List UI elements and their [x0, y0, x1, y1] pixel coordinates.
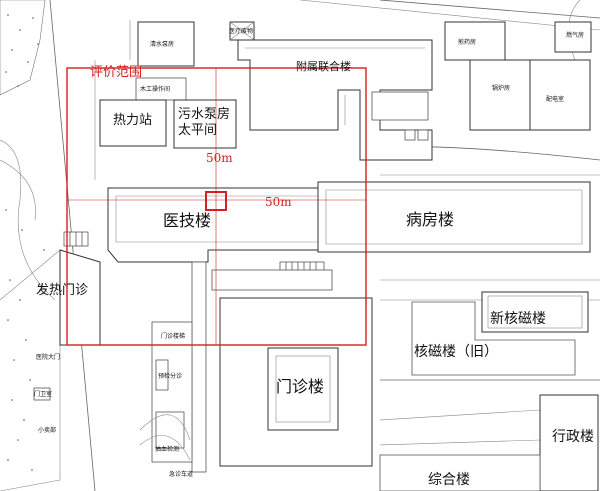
vegetation-area — [0, 0, 61, 491]
complex-label: 综合楼 — [428, 472, 470, 488]
outpatient-stair-label: 门诊楼梯 — [161, 332, 185, 340]
outpatient-label: 门诊楼 — [276, 377, 324, 396]
emergency-lane-label: 急诊车道 — [169, 470, 193, 478]
kiosk-label: 小卖部 — [38, 426, 56, 434]
fever-clinic-label: 发热门诊 — [36, 282, 88, 298]
vertical-distance-label: 50m — [206, 151, 233, 165]
decoction-label: 煎药房 — [458, 38, 476, 46]
old-mri-label: 核磁楼（旧） — [414, 344, 498, 360]
boundary-label: 评价范围 — [90, 65, 142, 80]
admin-building — [539, 394, 599, 491]
hospital-gate-label: 医院大门 — [36, 353, 60, 361]
taiping-room-label: 太平间 — [178, 123, 217, 138]
new-mri-label: 新核磁楼 — [490, 311, 546, 327]
sewage-pump-label: 污水泵房 — [178, 106, 230, 122]
pre-triage-label: 预检分诊 — [158, 372, 182, 380]
medical-tech-label: 医技楼 — [163, 211, 211, 230]
ward-building — [317, 181, 591, 253]
annex-label: 附属联合楼 — [296, 59, 351, 73]
medical-waste-label: 医疗废物 — [229, 27, 253, 35]
clear-water-pump-building — [137, 21, 195, 67]
boiler-label: 锅炉房 — [492, 84, 510, 92]
gate-guard-building — [33, 387, 51, 401]
heating-station-label: 热力站 — [113, 113, 152, 128]
admin-label: 行政楼 — [552, 429, 594, 445]
sewage-pump-building — [173, 99, 237, 149]
medical-tech-building — [107, 187, 331, 263]
boiler-building — [469, 59, 531, 131]
gas-room-label: 燃气房 — [566, 31, 584, 39]
ward-label: 病房楼 — [406, 210, 454, 229]
complex-building — [379, 454, 541, 491]
annex-building — [237, 39, 433, 161]
small-structures — [371, 91, 429, 141]
clear-water-pump-label: 清水泵房 — [150, 40, 174, 48]
outpatient-corridor — [191, 261, 333, 473]
gate-guard-label: 门卫室 — [34, 390, 52, 398]
woodwork-room-label: 木工操作间 — [140, 85, 170, 93]
old-mri-building — [411, 301, 576, 376]
horizontal-distance-label: 50m — [265, 195, 292, 209]
outpatient-building — [219, 297, 373, 467]
power-room-building — [529, 59, 591, 131]
new-mri-building — [481, 291, 589, 333]
emergency-area — [139, 321, 193, 463]
gas-room-building — [554, 21, 592, 53]
evaluation-boundary — [66, 67, 367, 346]
power-room-label: 配电室 — [546, 95, 564, 103]
blood-test-label: 抽血检测 — [155, 445, 179, 453]
heating-station-building — [99, 99, 167, 147]
